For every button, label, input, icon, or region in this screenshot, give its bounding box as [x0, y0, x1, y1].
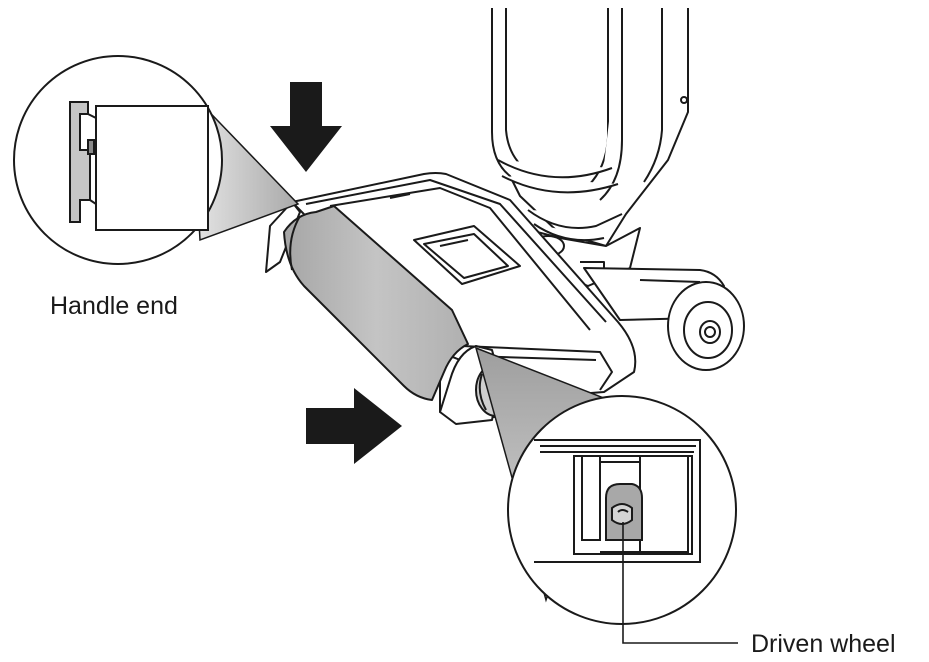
driven-wheel-label: Driven wheel: [751, 630, 896, 658]
right-arrow-icon: [306, 388, 402, 464]
handle-end-detail: [14, 56, 222, 264]
driven-wheel-detail: [508, 396, 736, 624]
vacuum-handle: [492, 8, 688, 246]
down-arrow-icon: [270, 82, 342, 172]
handle-end-label: Handle end: [50, 292, 178, 320]
side-wheel: [668, 282, 744, 370]
